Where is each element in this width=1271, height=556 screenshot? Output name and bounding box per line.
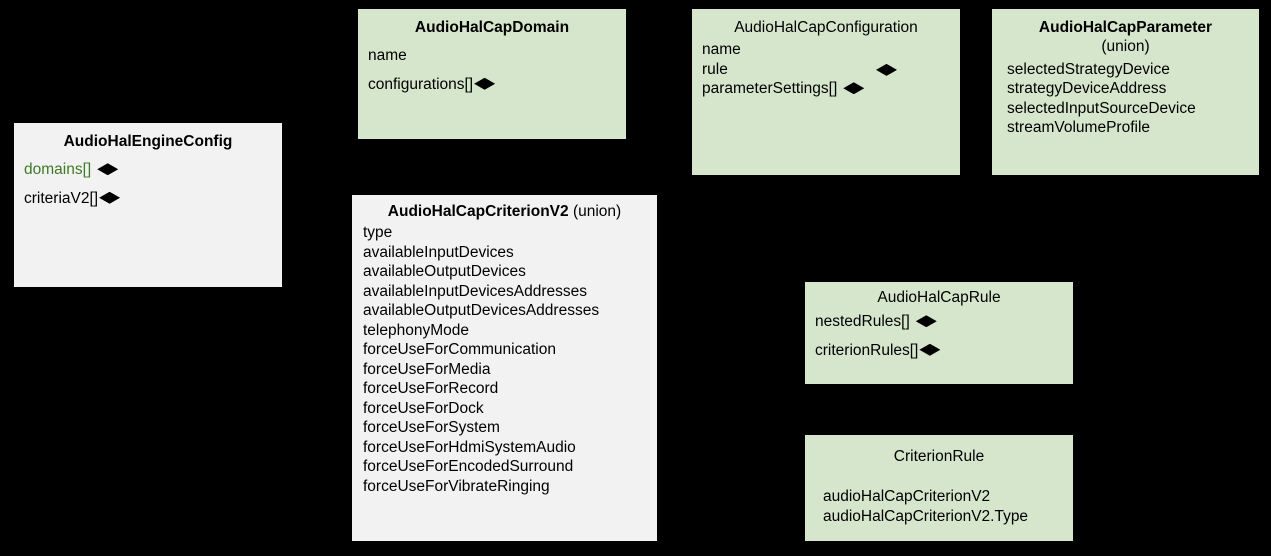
attr-list-audiohalengineconfig: domains[] criteriaV2[] bbox=[14, 160, 282, 208]
attr-list-audiohalcapconfiguration: name rule parameterSettings[] bbox=[692, 40, 960, 99]
attr-label-telephonymode: telephonyMode bbox=[363, 321, 469, 339]
composition-diamond-icon bbox=[876, 63, 897, 76]
attr-row-type[interactable]: type bbox=[363, 223, 657, 243]
attr-row-forceuseforencodedsurround[interactable]: forceUseForEncodedSurround bbox=[363, 457, 657, 477]
class-subtitle-audiohalcapparameter: (union) bbox=[1101, 38, 1150, 56]
attr-label-forceuseforhdmisystemaudio: forceUseForHdmiSystemAudio bbox=[363, 438, 576, 456]
attr-list-audiohalcapcriterionv2: type availableInputDevices availableOutp… bbox=[352, 223, 657, 496]
attr-row-audiohalcapcriterionv2[interactable]: audioHalCapCriterionV2 bbox=[813, 487, 1073, 507]
composition-diamond-icon bbox=[919, 343, 941, 356]
attr-row-configurations[interactable]: configurations[] bbox=[358, 75, 626, 95]
composition-diamond-icon bbox=[474, 77, 496, 90]
attr-list-criterionrule: audioHalCapCriterionV2 audioHalCapCriter… bbox=[805, 487, 1073, 526]
attr-label-forceuseforcommunication: forceUseForCommunication bbox=[363, 341, 556, 359]
attr-row-forceuseforrecord[interactable]: forceUseForRecord bbox=[363, 379, 657, 399]
attr-label-forceuseforencodedsurround: forceUseForEncodedSurround bbox=[363, 458, 574, 476]
attr-row-availableoutputdevices[interactable]: availableOutputDevices bbox=[363, 262, 657, 282]
attr-label-name: name bbox=[702, 41, 741, 59]
attr-row-availableinputdevices[interactable]: availableInputDevices bbox=[363, 243, 657, 263]
class-box-audiohalcapconfiguration[interactable]: AudioHalCapConfiguration name rule param… bbox=[691, 8, 961, 176]
attr-label-configurations: configurations[] bbox=[368, 75, 474, 93]
class-title-audiohalcaprule: AudioHalCapRule bbox=[877, 289, 1001, 306]
attr-row-name[interactable]: name bbox=[692, 40, 960, 60]
attr-label-criteriav2: criteriaV2[] bbox=[24, 189, 99, 207]
attr-row-criteriav2[interactable]: criteriaV2[] bbox=[14, 189, 282, 209]
attr-label-selectedinputsourcedevice: selectedInputSourceDevice bbox=[1007, 99, 1196, 117]
class-title-audiohalcapcriterionv2: AudioHalCapCriterionV2 (union) bbox=[352, 195, 657, 221]
class-box-audiohalcapcriterionv2[interactable]: AudioHalCapCriterionV2 (union) type avai… bbox=[351, 194, 658, 542]
composition-diamond-icon bbox=[843, 82, 865, 95]
class-title-audiohalcapdomain: AudioHalCapDomain bbox=[414, 19, 570, 36]
attr-label-criterionrules: criterionRules[] bbox=[815, 341, 919, 359]
class-title-union-suffix: (union) bbox=[572, 203, 622, 220]
attr-label-availableinputdevicesaddresses: availableInputDevicesAddresses bbox=[363, 282, 588, 300]
class-title-audiohalcapconfiguration: AudioHalCapConfiguration bbox=[734, 19, 918, 36]
attr-row-parametersettings[interactable]: parameterSettings[] bbox=[692, 79, 960, 99]
attr-label-forceuseformedia: forceUseForMedia bbox=[363, 360, 491, 378]
attr-row-availableinputdevicesaddresses[interactable]: availableInputDevicesAddresses bbox=[363, 282, 657, 302]
attr-label-audiohalcapcriterionv2-type: audioHalCapCriterionV2.Type bbox=[823, 507, 1029, 525]
attr-row-strategydeviceaddress[interactable]: strategyDeviceAddress bbox=[997, 79, 1259, 99]
attr-label-availableoutputdevicesaddresses: availableOutputDevicesAddresses bbox=[363, 302, 600, 320]
attr-row-forceuseformedia[interactable]: forceUseForMedia bbox=[363, 360, 657, 380]
attr-row-availableoutputdevicesaddresses[interactable]: availableOutputDevicesAddresses bbox=[363, 301, 657, 321]
attr-label-selectedstrategydevice: selectedStrategyDevice bbox=[1007, 60, 1170, 78]
attr-label-rule: rule bbox=[702, 60, 728, 78]
attr-row-forceuseforsystem[interactable]: forceUseForSystem bbox=[363, 418, 657, 438]
attr-label-strategydeviceaddress: strategyDeviceAddress bbox=[1007, 80, 1167, 98]
attr-label-domains: domains[] bbox=[24, 161, 92, 179]
attr-row-nestedrules[interactable]: nestedRules[] bbox=[805, 312, 1073, 332]
attr-row-selectedinputsourcedevice[interactable]: selectedInputSourceDevice bbox=[997, 99, 1259, 119]
attr-label-forceuseforrecord: forceUseForRecord bbox=[363, 380, 499, 398]
attr-list-audiohalcapparameter: selectedStrategyDevice strategyDeviceAdd… bbox=[992, 60, 1259, 138]
attr-row-forceuseforvibrateringing[interactable]: forceUseForVibrateRinging bbox=[363, 477, 657, 497]
attr-label-forceuseforvibrateringing: forceUseForVibrateRinging bbox=[363, 477, 550, 495]
class-title-text: AudioHalCapCriterionV2 bbox=[387, 203, 569, 220]
attr-label-nestedrules: nestedRules[] bbox=[815, 313, 910, 331]
class-title-criterionrule: CriterionRule bbox=[893, 448, 985, 465]
attr-row-forceusefordock[interactable]: forceUseForDock bbox=[363, 399, 657, 419]
attr-label-forceusefordock: forceUseForDock bbox=[363, 399, 484, 417]
attr-label-availableoutputdevices: availableOutputDevices bbox=[363, 263, 526, 281]
attr-row-name[interactable]: name bbox=[358, 46, 626, 66]
attr-list-audiohalcapdomain: name configurations[] bbox=[358, 46, 626, 94]
attr-label-parametersettings: parameterSettings[] bbox=[702, 80, 838, 98]
attr-label-type: type bbox=[363, 224, 393, 242]
attr-label-forceuseforsystem: forceUseForSystem bbox=[363, 419, 500, 437]
class-box-audiohalengineconfig[interactable]: AudioHalEngineConfig domains[] criteriaV… bbox=[13, 122, 283, 288]
attr-row-selectedstrategydevice[interactable]: selectedStrategyDevice bbox=[997, 60, 1259, 80]
attr-row-forceuseforcommunication[interactable]: forceUseForCommunication bbox=[363, 340, 657, 360]
attr-row-criterionrules[interactable]: criterionRules[] bbox=[805, 341, 1073, 361]
attr-row-audiohalcapcriterionv2-type[interactable]: audioHalCapCriterionV2.Type bbox=[813, 507, 1073, 527]
attr-row-telephonymode[interactable]: telephonyMode bbox=[363, 321, 657, 341]
class-title-audiohalcapparameter: AudioHalCapParameter bbox=[1038, 19, 1213, 36]
attr-label-audiohalcapcriterionv2: audioHalCapCriterionV2 bbox=[823, 488, 991, 506]
class-box-criterionrule[interactable]: CriterionRule audioHalCapCriterionV2 aud… bbox=[804, 434, 1074, 542]
composition-diamond-icon bbox=[97, 163, 119, 176]
class-box-audiohalcaprule[interactable]: AudioHalCapRule nestedRules[] criterionR… bbox=[804, 281, 1074, 385]
attr-row-forceuseforhdmisystemaudio[interactable]: forceUseForHdmiSystemAudio bbox=[363, 438, 657, 458]
class-box-audiohalcapdomain[interactable]: AudioHalCapDomain name configurations[] bbox=[357, 8, 627, 140]
attr-row-rule[interactable]: rule bbox=[692, 60, 960, 80]
class-box-audiohalcapparameter[interactable]: AudioHalCapParameter (union) selectedStr… bbox=[991, 8, 1260, 176]
attr-label-streamvolumeprofile: streamVolumeProfile bbox=[1007, 119, 1151, 137]
composition-diamond-icon bbox=[99, 191, 121, 204]
attr-list-audiohalcaprule: nestedRules[] criterionRules[] bbox=[805, 312, 1073, 360]
attr-row-streamvolumeprofile[interactable]: streamVolumeProfile bbox=[997, 118, 1259, 138]
attr-label-availableinputdevices: availableInputDevices bbox=[363, 243, 514, 261]
composition-diamond-icon bbox=[915, 315, 937, 328]
attr-row-domains[interactable]: domains[] bbox=[14, 160, 282, 180]
class-title-audiohalengineconfig: AudioHalEngineConfig bbox=[63, 133, 233, 150]
attr-label-name: name bbox=[368, 47, 407, 65]
